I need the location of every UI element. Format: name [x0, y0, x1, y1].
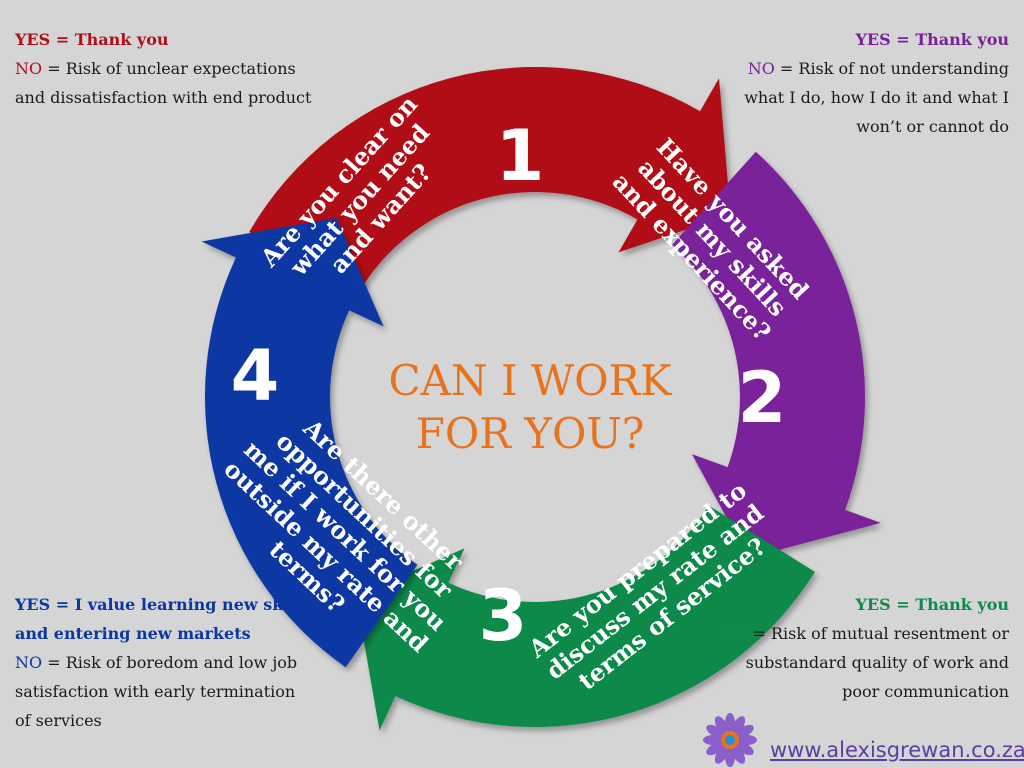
note-step-1-no-text: = Risk of unclear expectations and dissa… — [15, 59, 312, 107]
note-step-4: YES = I value learning new skills and en… — [15, 590, 315, 735]
note-step-2-no-text: = Risk of not understanding what I do, h… — [744, 59, 1009, 136]
arrow-step-3 — [356, 505, 815, 731]
note-step-3: YES = Thank you NO = Risk of mutual rese… — [709, 590, 1009, 706]
note-step-2: YES = Thank you NO = Risk of not underst… — [719, 25, 1009, 141]
note-step-1: YES = Thank you NO = Risk of unclear exp… — [15, 25, 315, 112]
cycle-arrows — [201, 66, 881, 731]
center-title-line-1: CAN I WORK — [388, 356, 673, 405]
note-step-4-no-text: = Risk of boredom and low job satisfacti… — [15, 653, 298, 730]
step-number-1: 1 — [496, 115, 545, 197]
note-step-3-no-label: NO — [720, 624, 748, 643]
note-step-2-no-label: NO — [747, 59, 775, 78]
arrow-step-2 — [672, 151, 881, 559]
step-numbers: 1 2 3 4 — [231, 115, 787, 657]
center-title-line-2: FOR YOU? — [416, 409, 645, 458]
center-title: CAN I WORK FOR YOU? — [388, 356, 673, 458]
step-number-4: 4 — [231, 335, 280, 417]
note-step-3-no-text: = Risk of mutual resentment or substanda… — [745, 624, 1009, 701]
step-number-2: 2 — [738, 357, 787, 439]
note-step-1-yes: YES = Thank you — [15, 30, 169, 49]
note-step-3-yes: YES = Thank you — [855, 595, 1009, 614]
lotus-flower-icon — [703, 713, 757, 767]
note-step-4-yes: YES = I value learning new skills and en… — [15, 595, 311, 643]
note-step-4-no-label: NO — [15, 653, 43, 672]
note-step-1-no-label: NO — [15, 59, 43, 78]
arrow-step-1 — [249, 66, 731, 295]
step-number-3: 3 — [479, 575, 528, 657]
website-link[interactable]: www.alexisgrewan.co.za — [770, 738, 1024, 762]
arrow-step-4 — [201, 218, 418, 668]
note-step-2-yes: YES = Thank you — [855, 30, 1009, 49]
